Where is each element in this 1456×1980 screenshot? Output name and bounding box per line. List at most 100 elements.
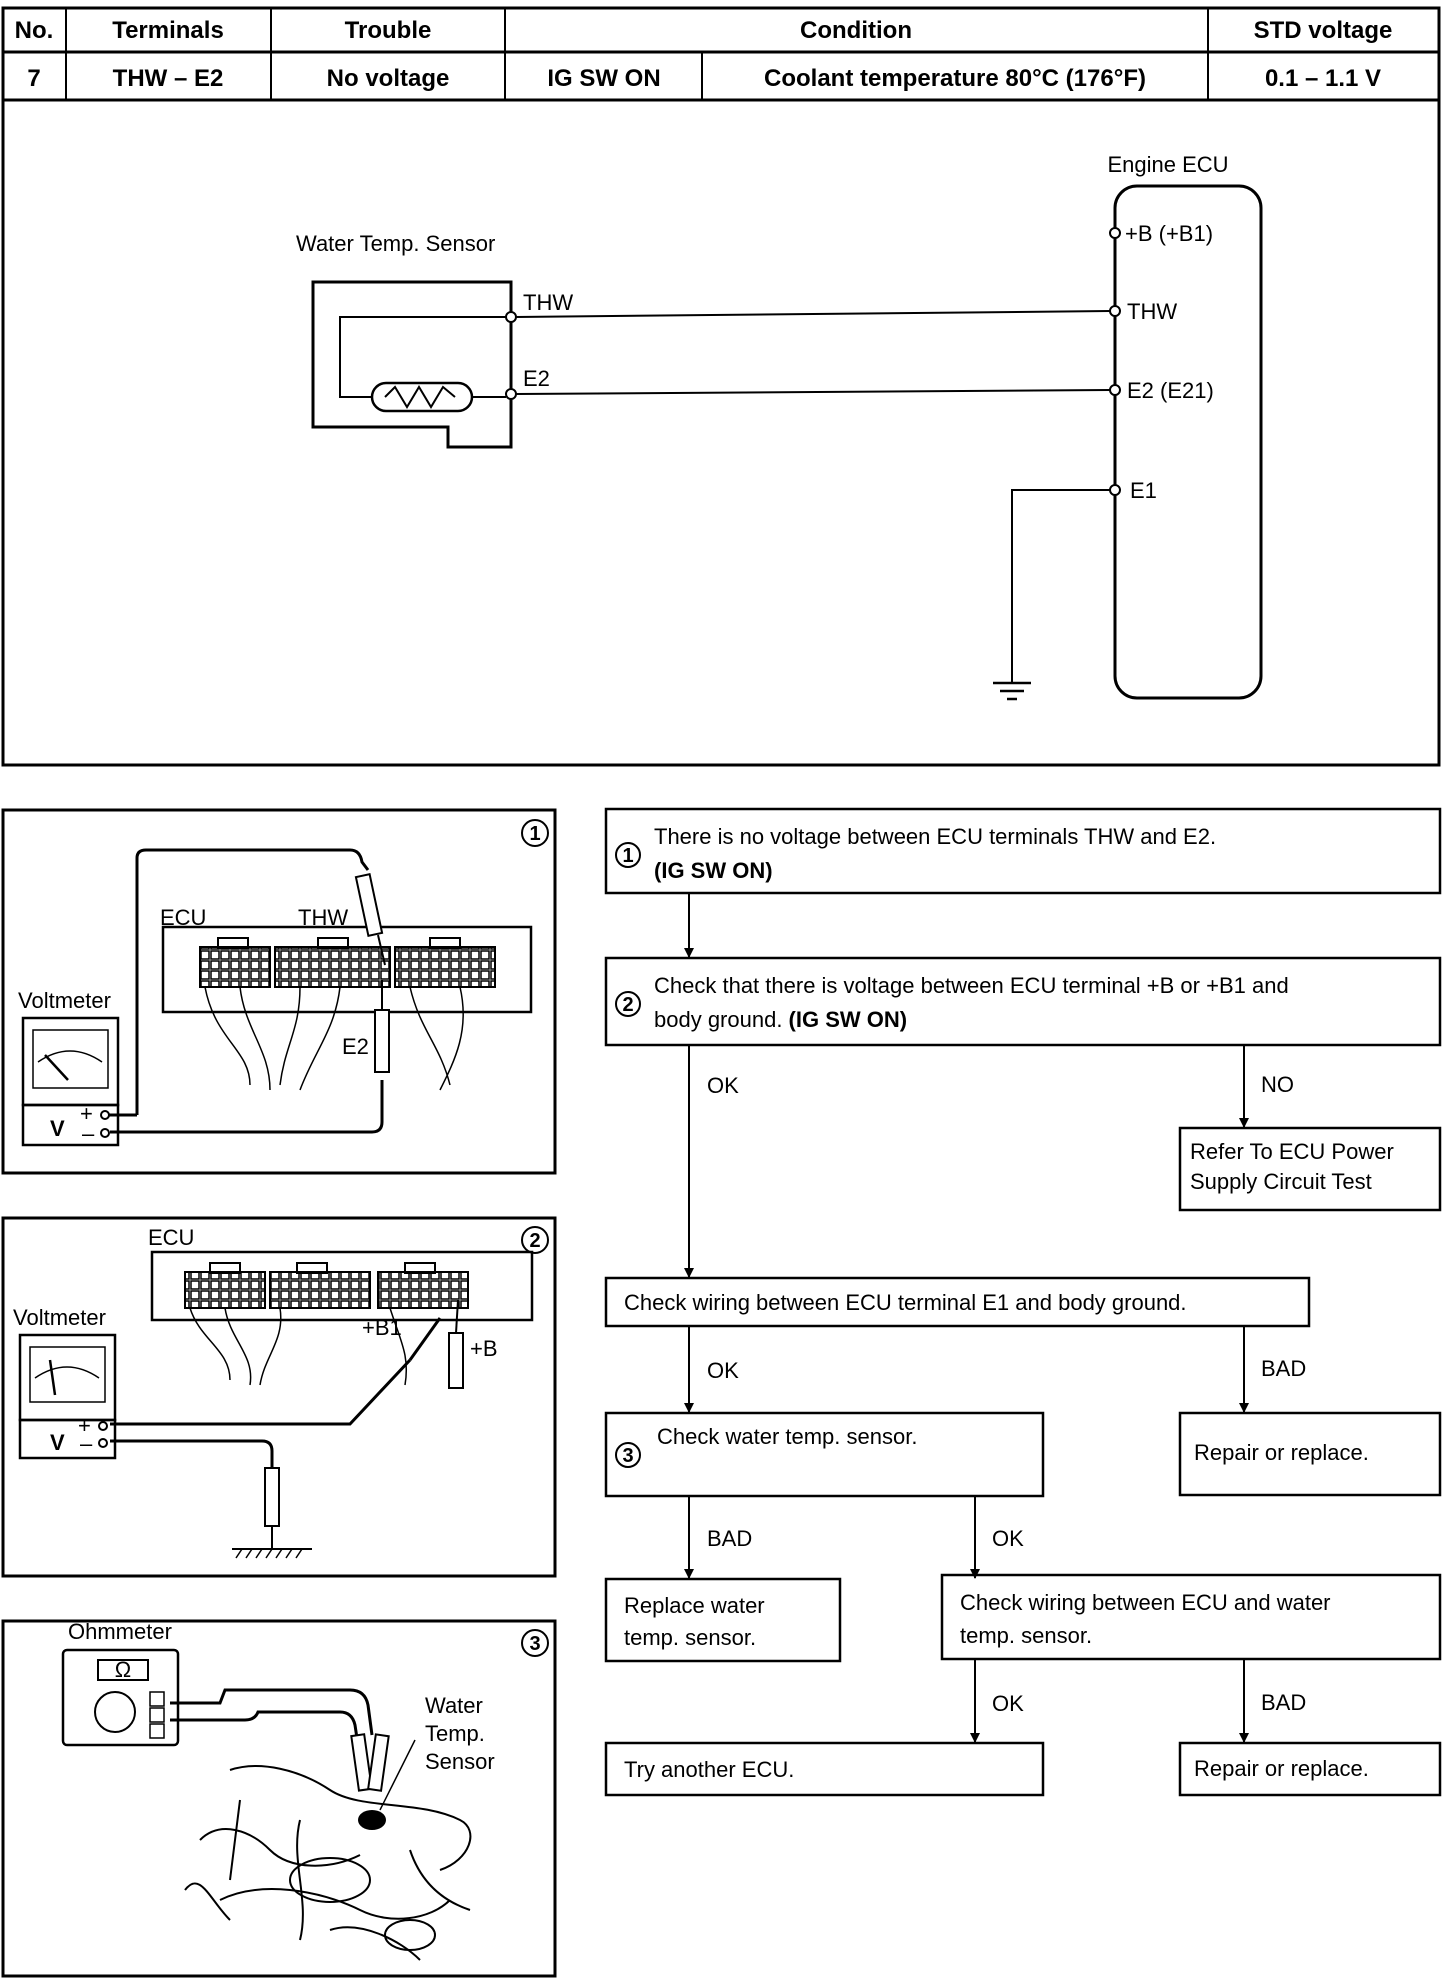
- spec-table: No. Terminals Trouble Condition STD volt…: [1, 6, 1441, 102]
- ecu-terminal-e2: E2 (E21): [1127, 378, 1214, 403]
- panel2-number: 2: [529, 1230, 540, 1252]
- wire-e2: [515, 389, 1111, 395]
- cell-no: 7: [27, 65, 40, 92]
- terminal-e1-dot: [1109, 484, 1121, 496]
- step1-line1: There is no voltage between ECU terminal…: [654, 824, 1216, 849]
- panel2-v-label: V: [50, 1430, 65, 1455]
- voltmeter-icon: [21, 1016, 120, 1147]
- header-condition: Condition: [800, 17, 912, 44]
- svg-text:body ground. (IG SW ON): body ground. (IG SW ON): [654, 1007, 907, 1032]
- ecu-connector-icon-2: [150, 1250, 534, 1322]
- flow-ok-4: OK: [992, 1691, 1024, 1716]
- panel1-voltmeter-label: Voltmeter: [18, 988, 111, 1013]
- repair-box-2: [1178, 1741, 1442, 1797]
- cell-trouble: No voltage: [327, 65, 450, 92]
- cell-std-voltage: 0.1 – 1.1 V: [1265, 65, 1381, 92]
- flow-bad-2: BAD: [1261, 1356, 1306, 1381]
- step3-box: [604, 1411, 1045, 1498]
- repair-text-1: Repair or replace.: [1194, 1440, 1369, 1465]
- sensor-terminal-e2: E2: [523, 366, 550, 391]
- flow-ok-3: OK: [992, 1526, 1024, 1551]
- terminal-thw-dot: [1109, 305, 1121, 317]
- step3-number: 3: [622, 1445, 633, 1467]
- ecu-connector-icon: [161, 925, 533, 1014]
- refer-line2: Supply Circuit Test: [1190, 1169, 1372, 1194]
- ecu-box: [1113, 184, 1263, 700]
- panel2-minus: –: [80, 1431, 93, 1456]
- check-e1-text: Check wiring between ECU terminal E1 and…: [624, 1290, 1187, 1315]
- panel3-ohmmeter-label: Ohmmeter: [68, 1619, 172, 1644]
- header-trouble: Trouble: [345, 17, 432, 44]
- panel3-sensor-line2: Temp.: [425, 1721, 485, 1746]
- panel2-b-label: +B: [470, 1336, 498, 1361]
- replace-line1: Replace water: [624, 1593, 765, 1618]
- check-wiring-line1: Check wiring between ECU and water: [960, 1590, 1331, 1615]
- panel3-number: 3: [529, 1633, 540, 1655]
- check-e1-box: [604, 1276, 1311, 1328]
- probe-icon: [354, 873, 384, 937]
- step2-number: 2: [622, 994, 633, 1016]
- ecu-title: Engine ECU: [1107, 152, 1228, 177]
- panel3-sensor-line1: Water: [425, 1693, 483, 1718]
- check-wiring-box: [940, 1573, 1442, 1661]
- step2-line2a: body ground.: [654, 1007, 789, 1032]
- step2-line2b: (IG SW ON): [789, 1007, 908, 1032]
- panel1-v-label: V: [50, 1116, 65, 1141]
- header-std-voltage: STD voltage: [1254, 17, 1393, 44]
- circuit-diagram: Engine ECU +B (+B1) THW E2 (E21) E1 Wate…: [1, 98, 1441, 767]
- sensor-terminal-thw: THW: [523, 290, 573, 315]
- illustration-panel-2: 2 ECU +B1 +B Voltmeter V + –: [1, 1216, 557, 1578]
- cell-condition-temp: Coolant temperature 80°C (176°F): [764, 65, 1146, 92]
- header-terminals: Terminals: [112, 17, 224, 44]
- step2-box: [604, 956, 1442, 1047]
- sensor-title: Water Temp. Sensor: [296, 231, 495, 256]
- terminal-b-dot: [1109, 227, 1121, 239]
- repair-box-1: [1178, 1411, 1442, 1497]
- step1-box: [604, 807, 1442, 895]
- sensor-housing: [311, 280, 513, 449]
- step1-line2: (IG SW ON): [654, 858, 773, 883]
- panel1-plus: +: [80, 1101, 93, 1126]
- refer-box: [1178, 1126, 1442, 1212]
- step3-text: Check water temp. sensor.: [657, 1424, 917, 1449]
- flow-bad-3: BAD: [707, 1526, 752, 1551]
- flow-no-1: NO: [1261, 1072, 1294, 1097]
- check-wiring-line2: temp. sensor.: [960, 1623, 1092, 1648]
- repair-text-2: Repair or replace.: [1194, 1756, 1369, 1781]
- panel3-sensor-line3: Sensor: [425, 1749, 495, 1774]
- flow-ok-2: OK: [707, 1358, 739, 1383]
- refer-line1: Refer To ECU Power: [1190, 1139, 1394, 1164]
- illustration-panel-3: 3 Ohmmeter Ω Water Temp. Sensor: [1, 1619, 557, 1978]
- wire-thw: [515, 310, 1111, 318]
- panel3-ohm-symbol: Ω: [115, 1657, 131, 1682]
- ecu-terminal-e1: E1: [1130, 478, 1157, 503]
- header-no: No.: [15, 17, 54, 44]
- step2-line1: Check that there is voltage between ECU …: [654, 973, 1289, 998]
- panel1-e2-label: E2: [342, 1034, 369, 1059]
- cell-terminals: THW – E2: [113, 65, 224, 92]
- panel2-b1-label: +B1: [362, 1315, 402, 1340]
- ground-icon: [993, 681, 1031, 701]
- try-ecu-box: [604, 1741, 1045, 1797]
- try-ecu-text: Try another ECU.: [624, 1757, 794, 1782]
- thermistor-icon: [370, 381, 474, 413]
- ecu-terminal-b: +B (+B1): [1125, 221, 1213, 246]
- replace-box: [604, 1577, 842, 1663]
- voltmeter-icon-2: [18, 1333, 117, 1460]
- replace-line2: temp. sensor.: [624, 1625, 756, 1650]
- panel1-number: 1: [529, 823, 540, 845]
- ohmmeter-icon: [61, 1648, 180, 1747]
- panel1-minus: –: [82, 1121, 95, 1146]
- terminal-e2-dot: [1109, 384, 1121, 396]
- panel2-voltmeter-label: Voltmeter: [13, 1305, 106, 1330]
- ecu-terminal-thw: THW: [1127, 299, 1177, 324]
- cell-condition-switch: IG SW ON: [547, 65, 660, 92]
- flowchart: 1 There is no voltage between ECU termin…: [604, 807, 1442, 1797]
- illustration-panel-1: 1 ECU THW E2 Voltmeter V + –: [1, 808, 557, 1175]
- flow-bad-4: BAD: [1261, 1690, 1306, 1715]
- panel2-ecu-label: ECU: [148, 1225, 194, 1250]
- panel2-plus: +: [78, 1413, 91, 1438]
- step1-number: 1: [622, 845, 633, 867]
- flow-ok-1: OK: [707, 1073, 739, 1098]
